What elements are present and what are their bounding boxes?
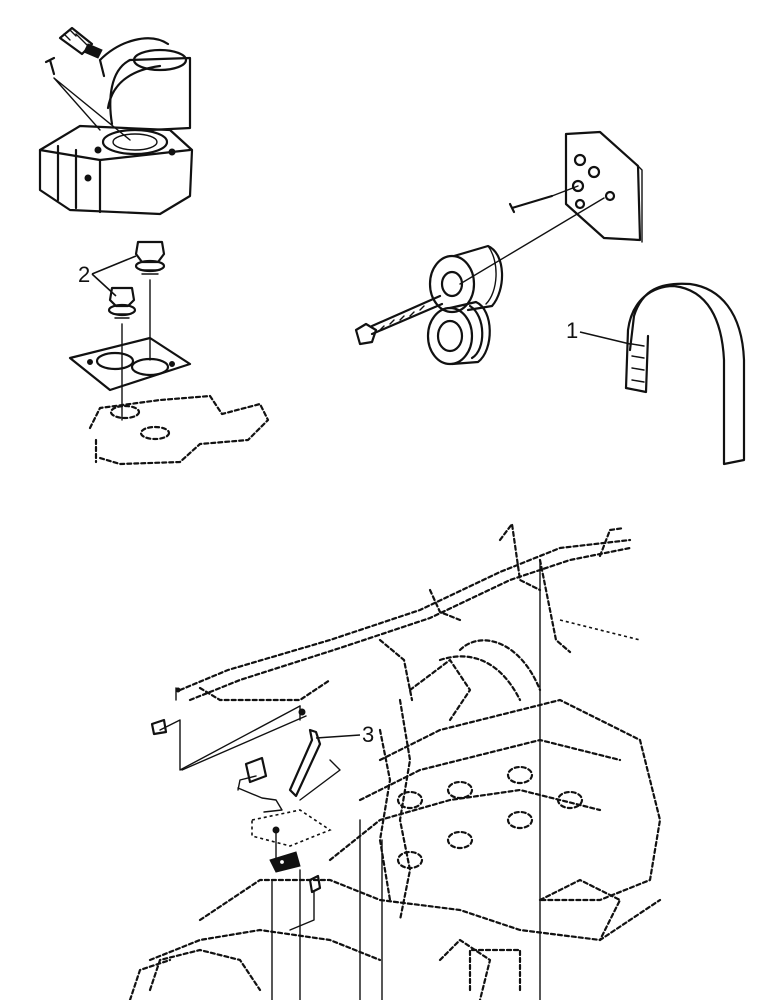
engine-block-outline [128, 522, 662, 1000]
temperature-sender-fitting [58, 26, 103, 59]
drive-belt [624, 282, 746, 466]
cylinder-head-outline [88, 394, 270, 466]
line-clamp [237, 756, 341, 847]
callout-1: 1 [566, 318, 631, 345]
idler-pulley [426, 300, 491, 366]
callout-3: 3 [315, 722, 374, 747]
callout-2-label: 2 [78, 262, 90, 287]
thermostat-upper [134, 240, 166, 361]
injector-ports [396, 765, 584, 870]
callout-3-label: 3 [362, 722, 374, 747]
callout-1-label: 1 [566, 318, 578, 343]
bracket-bolt [508, 185, 579, 214]
tensioner-pulley [428, 197, 605, 314]
pulley-bolt [354, 294, 444, 346]
thermostat-housing [38, 48, 194, 216]
mounting-bolt [269, 826, 322, 931]
thermostat-housing-assembly [38, 26, 270, 466]
thermostat-gasket [68, 336, 192, 392]
housing-bolt [44, 56, 131, 141]
belt-tensioner-assembly [354, 130, 643, 366]
tensioner-bracket [564, 130, 643, 243]
callout-2: 2 [78, 255, 137, 297]
fuel-injector-line [150, 687, 322, 798]
